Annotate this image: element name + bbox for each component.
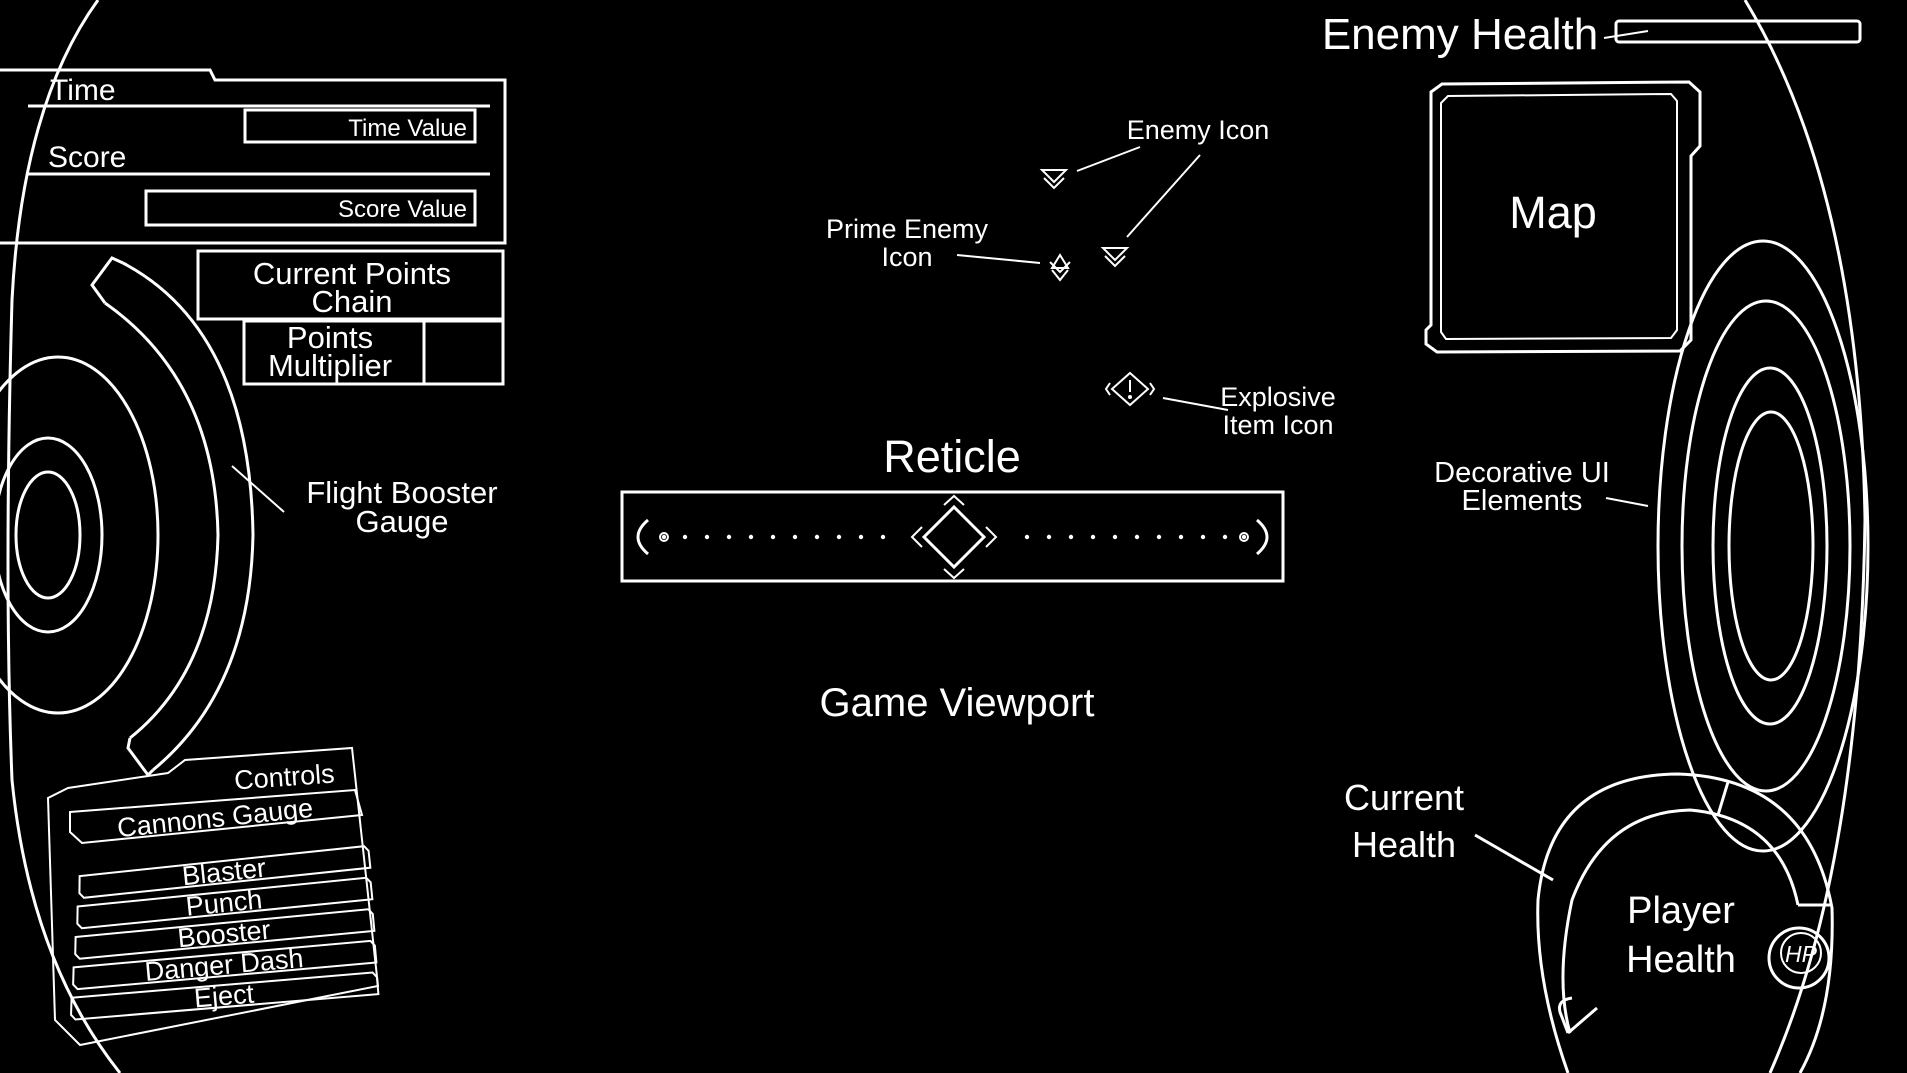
enemy-icon: [1039, 169, 1069, 190]
control-item-label: Eject: [193, 978, 256, 1013]
current-health-label-2: Health: [1352, 824, 1456, 865]
diamond-crosshair-icon: [910, 494, 998, 580]
reticle-dot: [770, 534, 776, 540]
points-multiplier-label-1: Points: [287, 320, 373, 355]
current-points-chain-label-2: Chain: [312, 284, 393, 319]
explosive-item-icon-label-1: Explosive: [1220, 382, 1336, 412]
reticle-dot: [1112, 534, 1118, 540]
reticle-dot: [1134, 534, 1140, 540]
reticle-rail-end: [1239, 532, 1249, 542]
reticle-dot: [748, 534, 754, 540]
current-points-chain-label-1: Current Points: [253, 256, 451, 291]
hp-circle-icon: HP: [1767, 926, 1831, 990]
score-label: Score: [48, 141, 126, 174]
reticle-dot: [814, 534, 820, 540]
prime-enemy-icon-label-1: Prime Enemy: [826, 214, 989, 244]
decorative-ui-label-2: Elements: [1462, 485, 1583, 517]
reticle-rail-end: [659, 532, 669, 542]
reticle-dot: [1241, 534, 1247, 540]
reticle-dot: [1024, 534, 1030, 540]
flight-booster-gauge: [90, 256, 255, 778]
reticle-label: Reticle: [883, 431, 1021, 482]
score-value: Score Value: [338, 196, 467, 223]
enemy-icon-label: Enemy Icon: [1127, 115, 1270, 145]
time-value: Time Value: [348, 115, 467, 142]
controls-panel[interactable]: Controls Cannons Gauge BlasterPunchBoost…: [46, 746, 380, 1047]
points-multiplier-label-2: Multiplier: [268, 348, 392, 383]
left-gauge-cluster: [0, 256, 285, 778]
hp-badge-label: HP: [1785, 941, 1818, 967]
enemy-icon: [1100, 247, 1130, 268]
minimap: Map: [1424, 80, 1702, 354]
enemy-health-label: Enemy Health: [1322, 10, 1598, 59]
reticle-dot: [682, 534, 688, 540]
player-health-label-1: Player: [1627, 890, 1735, 932]
enemy-health: Enemy Health: [1322, 10, 1862, 59]
prime-enemy-icon-label-2: Icon: [881, 242, 932, 272]
current-health-label-1: Current: [1344, 777, 1464, 818]
time-label: Time: [50, 74, 116, 107]
map-label: Map: [1509, 187, 1597, 238]
reticle-dot: [1222, 534, 1228, 540]
cannons-gauge: Cannons Gauge: [69, 788, 364, 845]
player-health-label-2: Health: [1626, 939, 1736, 981]
flight-booster-gauge-label-2: Gauge: [355, 504, 448, 539]
reticle-dot: [836, 534, 842, 540]
reticle-dot: [880, 534, 886, 540]
reticle-dot: [704, 534, 710, 540]
reticle-dot: [1068, 534, 1074, 540]
diamond-exclamation-icon: [1104, 371, 1156, 407]
reticle-dot: [661, 534, 667, 540]
reticle-dot: [1156, 534, 1162, 540]
explosive-item-icon-label-2: Item Icon: [1222, 410, 1333, 440]
cockpit-frame: [6, 0, 1867, 1073]
flight-booster-gauge-label-1: Flight Booster: [306, 475, 497, 510]
current-health-arc: [1561, 781, 1830, 1035]
decorative-ui-elements: [1656, 239, 1870, 853]
game-viewport-label: Game Viewport: [820, 681, 1095, 725]
reticle-dot: [792, 534, 798, 540]
reticle-dot: [1090, 534, 1096, 540]
points-panel: Current Points Chain Points Multiplier: [196, 249, 505, 386]
reticle: [620, 490, 1285, 583]
time-score-panel: Time Time Value Score Score Value: [0, 68, 507, 245]
arrow-down-icon: [1049, 253, 1071, 282]
control-item[interactable]: Eject: [69, 968, 380, 1024]
reticle-dot: [1178, 534, 1184, 540]
player-health: Player Health HP: [1536, 772, 1834, 1073]
reticle-dot: [1046, 534, 1052, 540]
reticle-dot: [858, 534, 864, 540]
reticle-dot: [726, 534, 732, 540]
decorative-ui-label-1: Decorative UI: [1434, 457, 1610, 489]
enemy-health-bar: [1614, 19, 1862, 44]
reticle-dot: [1200, 534, 1206, 540]
controls-title: Controls: [233, 759, 335, 796]
